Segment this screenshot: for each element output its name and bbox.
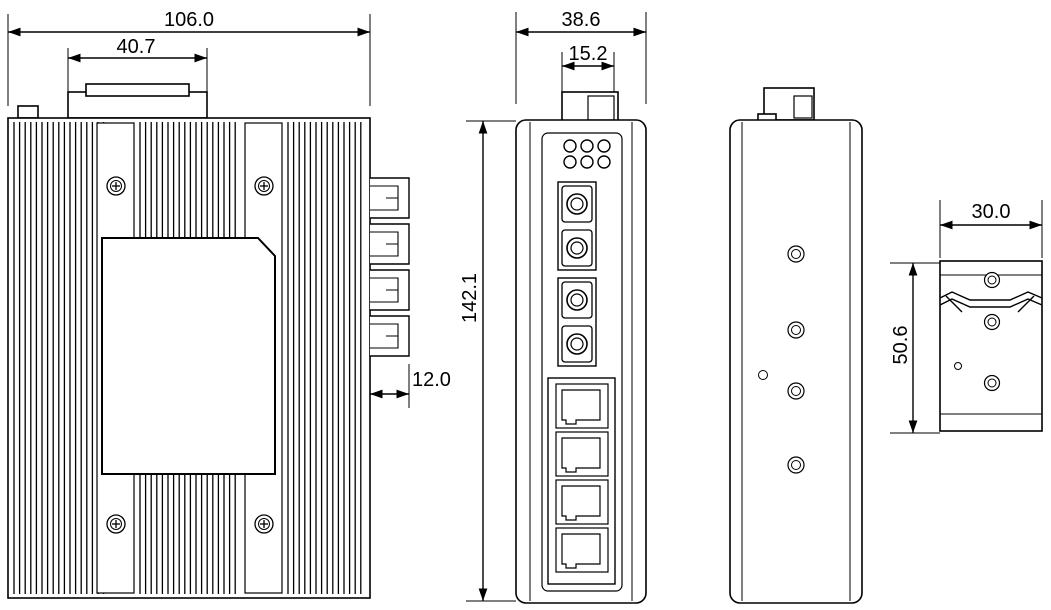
- mount-hole: [983, 374, 1001, 392]
- height-label: 142.1: [459, 273, 481, 323]
- front-view: [515, 91, 647, 604]
- fiber-connector: [561, 281, 593, 319]
- side-view: [7, 83, 410, 599]
- port-depth-label: 12.0: [412, 369, 451, 391]
- led-indicator: [597, 155, 611, 169]
- din-clip-plate: [939, 260, 1043, 432]
- connector-width-label: 40.7: [117, 36, 156, 58]
- sfp-port: [370, 223, 410, 265]
- rear-housing: [729, 119, 863, 604]
- screw-icon: [254, 514, 274, 534]
- rj45-port: [555, 431, 609, 477]
- sfp-port: [370, 177, 410, 219]
- rear-pin: [758, 370, 768, 380]
- screw-icon: [106, 514, 126, 534]
- side-width-label: 106.0: [164, 9, 214, 31]
- mount-hole: [787, 382, 805, 400]
- rj45-port: [555, 383, 609, 429]
- side-screws: [106, 176, 274, 534]
- front-width-label: 38.6: [562, 9, 601, 31]
- label-panel: [101, 237, 276, 475]
- fiber-module: [557, 277, 597, 367]
- rj45-ports: [555, 383, 609, 573]
- ground-screw: [17, 105, 39, 119]
- fiber-connector: [561, 185, 593, 223]
- screw-icon: [254, 176, 274, 196]
- top-connector-cap: [85, 83, 190, 97]
- front-width-dimension: 38.6: [515, 9, 647, 104]
- front-rail-width-label: 15.2: [569, 43, 608, 65]
- mount-hole: [983, 313, 1001, 331]
- led-indicator: [580, 139, 594, 153]
- rj45-port: [555, 527, 609, 573]
- sfp-port: [370, 269, 410, 311]
- rear-mount-holes: [787, 245, 805, 474]
- front-rail-width-dimension: 15.2: [561, 43, 615, 92]
- led-indicator: [597, 139, 611, 153]
- led-indicators: [563, 139, 611, 169]
- side-width-dimension: 106.0: [7, 9, 371, 106]
- mount-hole: [983, 271, 1001, 289]
- rear-view: [729, 87, 863, 604]
- mount-hole: [787, 321, 805, 339]
- rail-width-label: 30.0: [972, 201, 1011, 223]
- rail-width-dimension: 30.0: [939, 200, 1043, 258]
- led-indicator: [563, 155, 577, 169]
- fiber-module: [557, 181, 597, 271]
- rj45-port: [555, 479, 609, 525]
- mount-hole: [787, 456, 805, 474]
- rail-height-label: 50.6: [890, 326, 912, 365]
- din-pin: [954, 362, 962, 370]
- sfp-ports: [370, 177, 410, 357]
- din-mount-holes: [983, 271, 1001, 392]
- mount-hole: [787, 245, 805, 263]
- height-dimension: 142.1: [459, 120, 516, 602]
- din-clip-view: [939, 260, 1043, 432]
- fiber-modules: [557, 181, 597, 367]
- sfp-port: [370, 315, 410, 357]
- port-depth-dimension: 12.0: [370, 364, 451, 408]
- screw-icon: [106, 176, 126, 196]
- led-indicator: [563, 139, 577, 153]
- fiber-connector: [561, 325, 593, 363]
- connector-width-dimension: 40.7: [67, 36, 208, 92]
- rail-height-dimension: 50.6: [890, 262, 940, 434]
- led-indicator: [580, 155, 594, 169]
- fiber-connector: [561, 229, 593, 267]
